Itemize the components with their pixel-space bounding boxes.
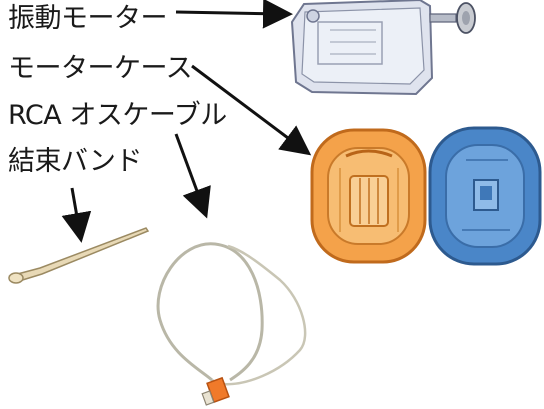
arrow-motor bbox=[175, 0, 293, 29]
arrow-rca bbox=[174, 133, 211, 219]
label-cable-tie: 結束バンド bbox=[8, 146, 142, 177]
motor-case-orange bbox=[310, 128, 427, 264]
motor-case-blue bbox=[428, 126, 542, 266]
vibration-motor bbox=[290, 0, 476, 96]
arrow-tie bbox=[61, 187, 92, 243]
label-motor-case: モーターケース bbox=[8, 53, 193, 84]
pointer-arrows bbox=[61, 0, 312, 243]
cable-tie bbox=[8, 227, 150, 284]
arrow-case bbox=[191, 64, 312, 156]
rca-cable bbox=[156, 242, 307, 406]
label-rca-cable: RCA オスケーブル bbox=[8, 100, 227, 131]
label-vibration-motor: 振動モーター bbox=[8, 3, 168, 34]
